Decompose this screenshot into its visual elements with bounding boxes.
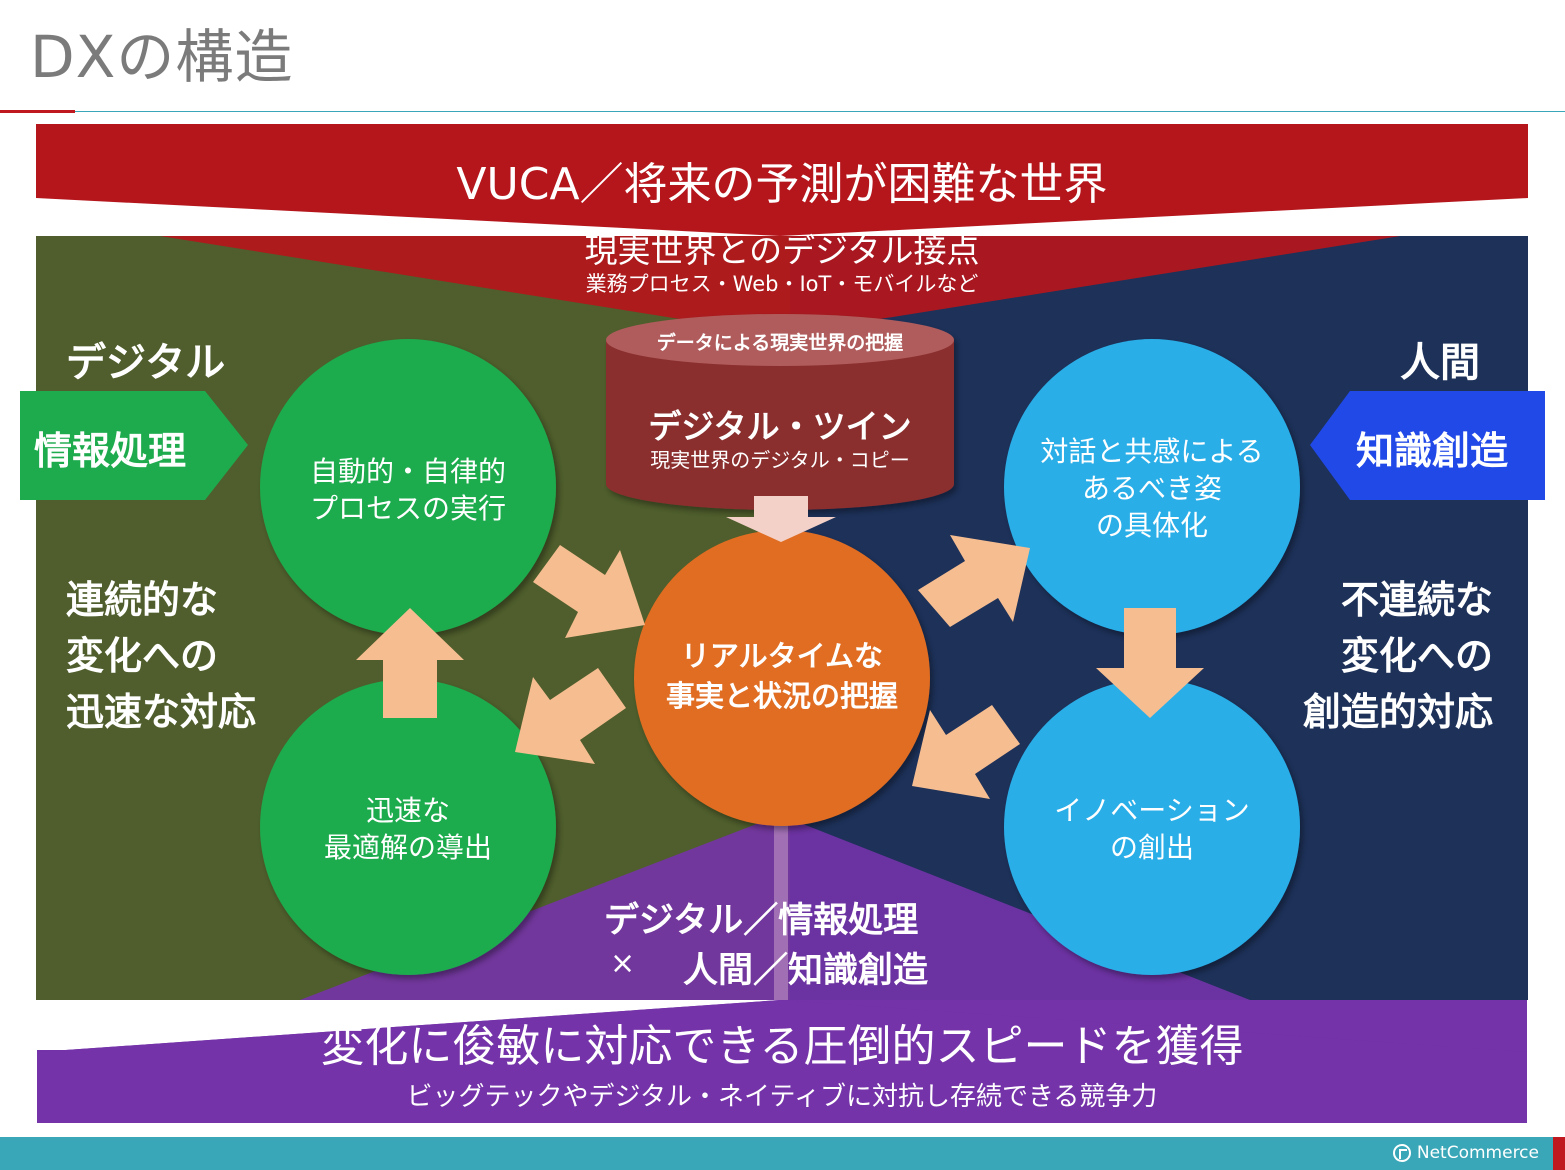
bottom-banner-edge xyxy=(37,1000,1527,1052)
right-side-text: 不連続な 変化への 創造的対応 xyxy=(1303,572,1493,740)
left-side-line: 連続的な xyxy=(66,578,219,622)
bottom-banner-subtitle: ビッグテックやデジタル・ネイティブに対抗し存続できる競争力 xyxy=(406,1082,1158,1112)
arrow-db-to-center xyxy=(726,496,836,542)
title-rule-accent xyxy=(0,110,75,113)
human-heading: 人間 xyxy=(1400,340,1480,386)
left-side-line: 変化への xyxy=(66,634,219,678)
top-banner xyxy=(36,124,1528,236)
optimal-solution-circle xyxy=(260,679,556,975)
title-rule xyxy=(75,111,1565,112)
page-title: DXの構造 xyxy=(30,23,294,91)
auto-process-text: 自動的・自律的 プロセスの実行 xyxy=(310,453,506,527)
info-processing-label: 情報処理 xyxy=(34,429,187,473)
circle-line: あるべき姿 xyxy=(1081,472,1223,505)
netcommerce-logo-icon xyxy=(1392,1144,1411,1162)
circle-line: プロセスの実行 xyxy=(309,492,507,525)
circle-line: リアルタイムな xyxy=(680,639,884,673)
knowledge-creation-tag xyxy=(1310,391,1545,500)
auto-process-circle xyxy=(260,339,556,635)
database-top-label: データによる現実世界の把握 xyxy=(656,332,904,354)
right-side-line: 変化への xyxy=(1340,634,1493,678)
digital-twin-title: デジタル・ツイン xyxy=(648,407,912,446)
arrow-innovation-to-center xyxy=(912,705,1020,799)
combine-line-1: デジタル／情報処理 xyxy=(604,901,919,941)
footer-accent xyxy=(1553,1137,1565,1170)
arrow-auto-to-center xyxy=(533,545,645,638)
empathy-text: 対話と共感による あるべき姿 の具体化 xyxy=(1040,433,1263,544)
circle-line: 自動的・自律的 xyxy=(309,455,507,488)
info-processing-tag xyxy=(20,391,248,500)
left-side-line: 迅速な対応 xyxy=(66,690,257,734)
circle-line: の具体化 xyxy=(1095,509,1209,542)
arrow-up-left xyxy=(356,608,464,718)
realtime-circle xyxy=(634,530,930,826)
right-side-line: 不連続な xyxy=(1340,578,1493,622)
realtime-text: リアルタイムな 事実と状況の把握 xyxy=(666,636,898,716)
right-side-line: 創造的対応 xyxy=(1302,690,1493,734)
innovation-circle xyxy=(1004,679,1300,975)
combine-multiply: × xyxy=(610,946,636,981)
footer-bar xyxy=(0,1137,1565,1170)
circle-line: イノベーション xyxy=(1054,794,1250,827)
circle-line: の創出 xyxy=(1109,831,1195,864)
contact-point-title: 現実世界とのデジタル接点 xyxy=(584,231,980,270)
left-side-text: 連続的な 変化への 迅速な対応 xyxy=(66,572,256,740)
optimal-solution-text: 迅速な 最適解の導出 xyxy=(324,792,492,866)
contact-point-subtitle: 業務プロセス・Web・IoT・モバイルなど xyxy=(585,272,979,296)
footer-brand: NetCommerce xyxy=(1416,1143,1539,1163)
circle-line: 迅速な xyxy=(365,794,451,827)
circle-line: 事実と状況の把握 xyxy=(665,679,899,713)
combine-line-2: 人間／知識創造 xyxy=(683,951,929,991)
digital-heading: デジタル xyxy=(66,340,226,386)
bottom-banner xyxy=(37,1050,1527,1123)
bottom-banner-title: 変化に俊敏に対応できる圧倒的スピードを獲得 xyxy=(320,1021,1244,1072)
top-banner-title: VUCA／将来の予測が困難な世界 xyxy=(456,159,1108,210)
arrow-empathy-to-innovation xyxy=(1096,608,1204,718)
innovation-text: イノベーション の創出 xyxy=(1054,792,1249,866)
footer-logo: NetCommerce xyxy=(1392,1143,1539,1163)
knowledge-creation-label: 知識創造 xyxy=(1356,429,1509,473)
circle-line: 対話と共感による xyxy=(1040,435,1264,468)
arrow-center-to-empathy xyxy=(918,535,1030,627)
digital-twin-subtitle: 現実世界のデジタル・コピー xyxy=(650,448,910,472)
top-funnel xyxy=(160,236,1400,335)
digital-twin-database xyxy=(606,314,954,510)
circle-line: 最適解の導出 xyxy=(323,831,493,864)
empathy-circle xyxy=(1004,339,1300,635)
arrow-center-to-optimal xyxy=(515,668,626,764)
